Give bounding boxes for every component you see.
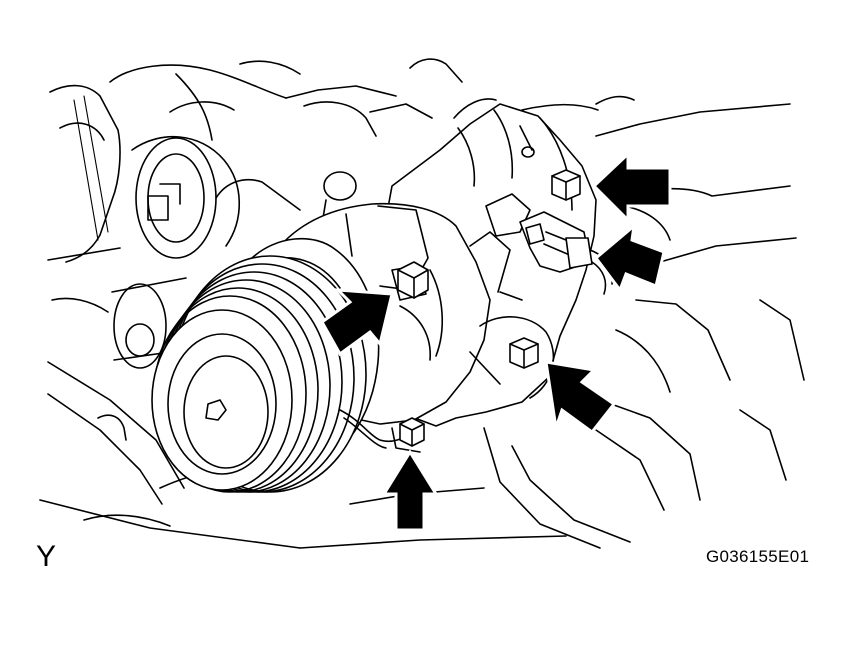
- bolts: [391, 169, 581, 453]
- front-bolt: [397, 261, 429, 299]
- arrow-upper-rear-bolt: [591, 150, 672, 224]
- pressure-switch-connector: [485, 193, 614, 295]
- arrow-lower-rear-bolt: [544, 360, 617, 435]
- callout-arrows: [320, 150, 672, 532]
- engine-background: [39, 58, 805, 549]
- arrow-bottom-bolt: [381, 449, 439, 532]
- upper-rear-bolt: [551, 169, 581, 201]
- lower-rear-bolt: [509, 337, 539, 369]
- figure-code: G036155E01: [706, 547, 810, 566]
- arrow-connector: [593, 222, 666, 294]
- arrow-front-bolt: [320, 288, 394, 357]
- bottom-bolt: [391, 417, 425, 453]
- view-letter: Y: [36, 540, 57, 573]
